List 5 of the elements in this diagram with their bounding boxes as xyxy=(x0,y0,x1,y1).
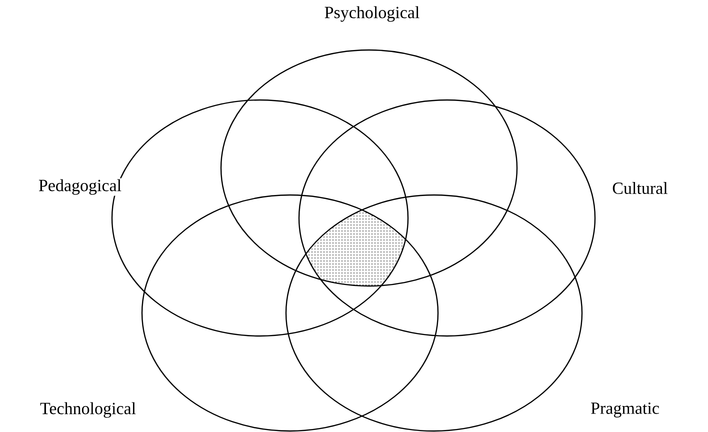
set-label: Cultural xyxy=(611,181,669,195)
set-label: Pedagogical xyxy=(37,178,123,196)
set-label: Psychological xyxy=(323,5,421,23)
set-label: Technological xyxy=(38,401,138,419)
set-label: Pragmatic xyxy=(590,402,660,418)
